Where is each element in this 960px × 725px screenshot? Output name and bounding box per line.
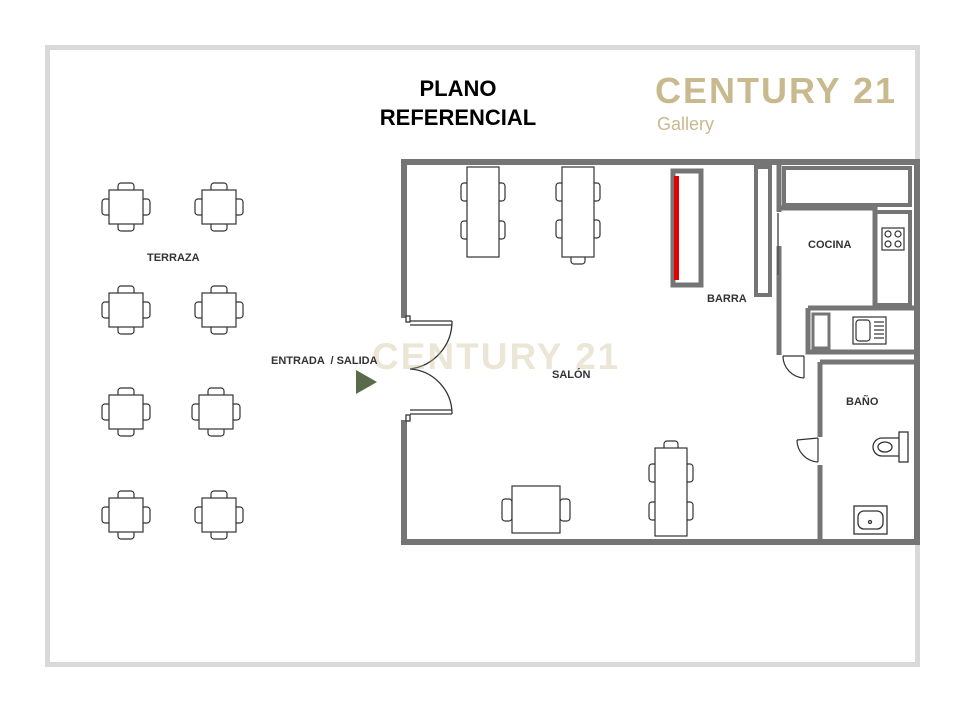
plan-title-line2: REFERENCIAL: [379, 105, 537, 130]
square-table: [108, 189, 144, 225]
entrance-arrow-icon: [356, 370, 377, 394]
square-table: [201, 497, 237, 533]
watermark: CENTURY 21: [372, 336, 621, 377]
brand-logo: CENTURY 21: [655, 70, 898, 111]
bar-counter: [670, 165, 779, 297]
brand-sub: Gallery: [657, 114, 715, 134]
square-table: [198, 394, 234, 430]
square-table: [108, 497, 144, 533]
square-table: [108, 292, 144, 328]
interior-walls: [776, 165, 917, 540]
building-walls: [401, 159, 920, 545]
square-table: [201, 189, 237, 225]
label-cocina: COCINA: [808, 239, 852, 251]
table-group: [101, 166, 694, 540]
chair: [501, 498, 513, 522]
entrance-door: [405, 315, 453, 422]
kitchen-sink-icon: [852, 316, 887, 345]
label-terraza: TERRAZA: [147, 252, 200, 264]
plan-title: PLANO REFERENCIAL: [358, 74, 558, 132]
square-table: [511, 485, 561, 534]
label-barra: BARRA: [707, 293, 747, 305]
label-entrada: ENTRADA / SALIDA: [271, 355, 378, 367]
long-table: [466, 166, 500, 258]
bar-rack: [674, 176, 679, 280]
label-bano: BAÑO: [846, 396, 879, 408]
bath-door: [796, 437, 819, 463]
long-table: [561, 166, 595, 258]
toilet-icon: [872, 431, 909, 463]
stove-icon: [881, 227, 905, 251]
square-table: [108, 394, 144, 430]
kitchen-door: [782, 355, 805, 379]
label-salon: SALÓN: [552, 369, 591, 381]
bathroom-sink-icon: [853, 505, 888, 535]
chair: [559, 498, 571, 522]
long-table: [654, 447, 688, 537]
plan-title-line1: PLANO: [419, 76, 497, 101]
square-table: [201, 292, 237, 328]
